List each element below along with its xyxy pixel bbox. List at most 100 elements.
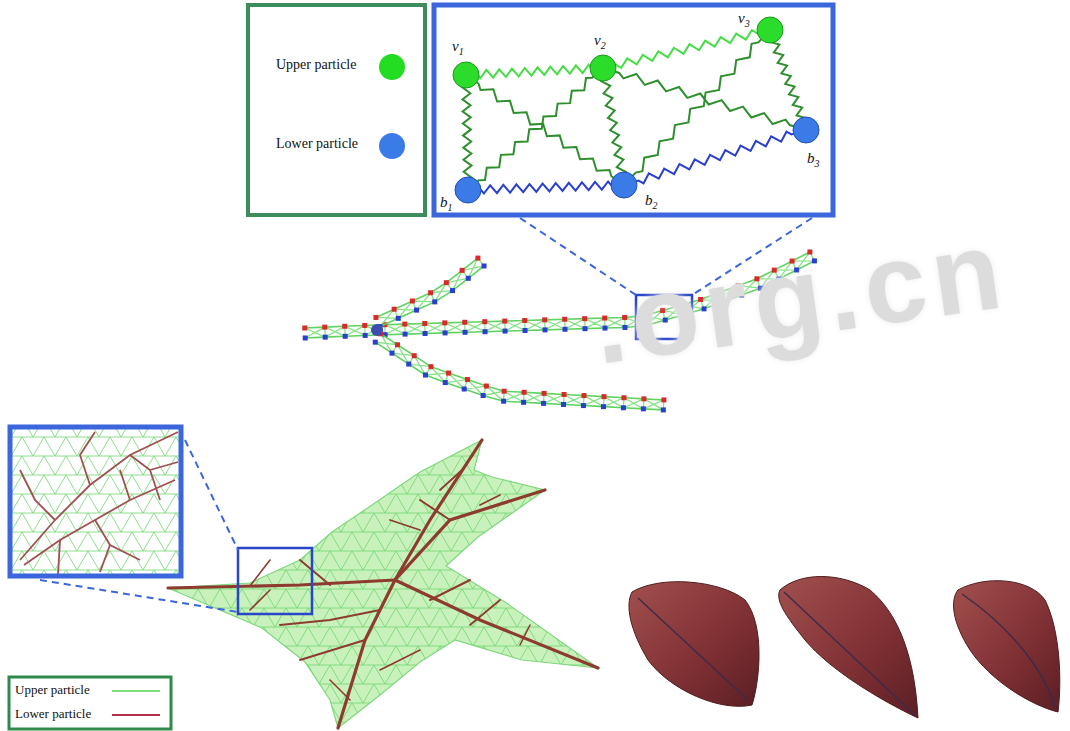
spring-model: [453, 17, 819, 203]
upper-particle: [446, 371, 451, 376]
legend-text: Upper particle: [15, 682, 90, 698]
lower-particle: [466, 276, 471, 281]
upper-particle: [462, 320, 467, 325]
path-part: [130, 455, 160, 500]
lower-particle: [443, 380, 448, 385]
lower-particle: [543, 327, 548, 332]
path-part: [150, 462, 178, 470]
lower-particle: [323, 335, 328, 340]
lower-particle: [463, 330, 468, 335]
upper-particle: [502, 389, 507, 394]
upper-particle: [757, 17, 783, 43]
upper-particle: [428, 290, 433, 295]
legend-text: Lower particle: [276, 136, 358, 152]
upper-particle: [542, 317, 547, 322]
path-part: [250, 590, 270, 610]
lower-particle: [541, 401, 546, 406]
leaf-midrib: [784, 592, 916, 716]
path-part: [480, 495, 500, 505]
path-part: [390, 520, 420, 530]
lower-particle: [793, 117, 819, 143]
upper-particle: [373, 315, 378, 320]
watermark: .org.cn: [585, 204, 1014, 390]
upper-particle: [410, 298, 415, 303]
path-part: [95, 520, 140, 560]
legend-swatch: [379, 133, 405, 159]
leaf-photo: [779, 577, 918, 719]
particle-label: b3: [807, 150, 820, 169]
lower-particle: [396, 316, 401, 321]
particle-label: b2: [645, 192, 658, 211]
leaf-photo: [629, 582, 759, 707]
path-part: [120, 470, 130, 500]
inset-ground: [10, 427, 181, 576]
path-part: [168, 580, 395, 588]
upper-particle: [582, 316, 587, 321]
lower-particle: [462, 387, 467, 392]
path-part: [20, 470, 55, 520]
upper-particle: [641, 396, 646, 401]
path-part: [430, 580, 470, 600]
leaf-inset: [10, 427, 181, 576]
upper-particle: [522, 390, 527, 395]
lower-particle: [561, 402, 566, 407]
path-part: [20, 432, 178, 560]
path-part: [100, 545, 110, 572]
lower-particle: [423, 331, 428, 336]
path-part: [338, 490, 545, 728]
lower-particle: [481, 393, 486, 398]
lower-particle: [503, 329, 508, 334]
legend-sample: [112, 690, 160, 692]
lower-particle: [641, 406, 646, 411]
lower-particle: [343, 334, 348, 339]
leaf-mesh: [168, 440, 598, 728]
path-part: [250, 560, 270, 586]
upper-particle: [395, 342, 400, 347]
upper-particle: [392, 307, 397, 312]
path-part: [300, 640, 365, 660]
lower-particle: [581, 403, 586, 408]
legend-text: Lower particle: [15, 706, 91, 722]
upper-particle: [601, 394, 606, 399]
lower-particle: [521, 400, 526, 405]
branch-rail: [376, 258, 478, 317]
particle-label: v1: [452, 38, 464, 57]
dashed-leader: [185, 440, 238, 550]
path-part: [440, 470, 462, 490]
upper-particle: [342, 324, 347, 329]
upper-particle: [422, 321, 427, 326]
lower-particle: [414, 308, 419, 313]
spring: [468, 68, 603, 190]
lower-particle: [601, 404, 606, 409]
upper-particle: [661, 397, 666, 402]
lower-particle: [501, 399, 506, 404]
upper-particle: [302, 326, 307, 331]
lower-particle: [523, 328, 528, 333]
upper-particle: [542, 391, 547, 396]
leaf-veins: [168, 440, 598, 728]
lower-particle: [423, 373, 428, 378]
spring: [468, 182, 624, 194]
path-part: [330, 680, 350, 700]
upper-particle: [522, 318, 527, 323]
upper-particle: [582, 393, 587, 398]
spring: [601, 68, 625, 185]
upper-particle: [562, 317, 567, 322]
legend-sample: [112, 714, 160, 716]
legend-swatch: [379, 54, 405, 80]
lower-particle: [621, 405, 626, 410]
path-part: [380, 650, 420, 670]
lower-particle: [373, 340, 378, 345]
particle-label: v2: [594, 32, 606, 51]
upper-particle: [444, 280, 449, 285]
upper-particle: [465, 377, 470, 382]
upper-particle: [322, 325, 327, 330]
lower-particle: [443, 330, 448, 335]
inset-frame: [10, 427, 181, 576]
lower-particle: [563, 327, 568, 332]
zoom-frame: [434, 5, 833, 215]
particle-label: b1: [440, 194, 453, 213]
path-part: [58, 540, 60, 575]
spring: [770, 30, 806, 130]
path-part: [470, 600, 500, 625]
